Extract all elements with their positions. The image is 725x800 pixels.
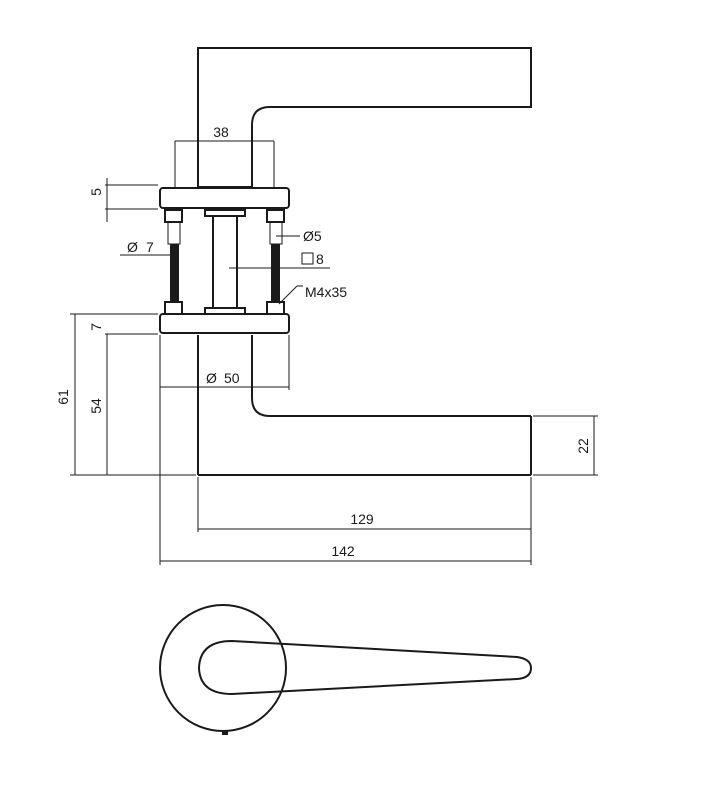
svg-text:38: 38 bbox=[213, 124, 229, 140]
bottom-rose-plate bbox=[159, 313, 290, 334]
dim-total-length: 142 bbox=[160, 543, 531, 562]
svg-text:5: 5 bbox=[88, 188, 104, 196]
svg-text:7: 7 bbox=[88, 323, 104, 331]
rose-circle bbox=[159, 604, 287, 732]
dim-lever-height: 54 bbox=[88, 334, 108, 475]
svg-text:61: 61 bbox=[55, 389, 71, 405]
dim-screw-hole: Ø 7 bbox=[120, 239, 170, 256]
dim-rose-thickness-top: 5 bbox=[88, 178, 158, 222]
set-screw-marker bbox=[222, 730, 228, 735]
left-screw bbox=[164, 209, 183, 315]
top-rose-plate bbox=[159, 141, 290, 209]
lever-front-outline bbox=[197, 639, 533, 696]
spindle bbox=[204, 209, 246, 315]
square-symbol-icon bbox=[301, 252, 314, 265]
svg-text:54: 54 bbox=[88, 398, 104, 414]
svg-text:129: 129 bbox=[350, 511, 374, 527]
diameter-symbol-icon: Ø bbox=[206, 370, 217, 386]
dim-lever-length: 129 bbox=[197, 477, 532, 565]
svg-text:Ø5: Ø5 bbox=[303, 228, 322, 244]
bottom-lever-profile bbox=[197, 335, 532, 476]
svg-text:8: 8 bbox=[316, 251, 324, 267]
right-screw bbox=[266, 209, 285, 315]
svg-text:22: 22 bbox=[575, 438, 591, 454]
svg-text:7: 7 bbox=[146, 239, 154, 255]
dim-lever-end-height: 22 bbox=[533, 415, 598, 476]
dim-screw-spec: M4x35 bbox=[278, 284, 347, 305]
dim-rose-diameter: Ø 50 bbox=[159, 335, 290, 565]
dim-pin-diameter: Ø5 bbox=[276, 228, 322, 244]
dim-spindle-square: 8 bbox=[229, 251, 330, 269]
front-view bbox=[159, 604, 533, 735]
svg-text:50: 50 bbox=[224, 370, 240, 386]
dim-total-height: 61 bbox=[55, 314, 196, 476]
dim-neck-width: 38 bbox=[175, 124, 274, 142]
diameter-symbol-icon: Ø bbox=[127, 239, 138, 255]
svg-text:142: 142 bbox=[331, 543, 355, 559]
top-lever-profile bbox=[197, 47, 532, 188]
svg-text:M4x35: M4x35 bbox=[305, 284, 347, 300]
dim-rose-thickness-bottom: 7 bbox=[70, 313, 158, 335]
